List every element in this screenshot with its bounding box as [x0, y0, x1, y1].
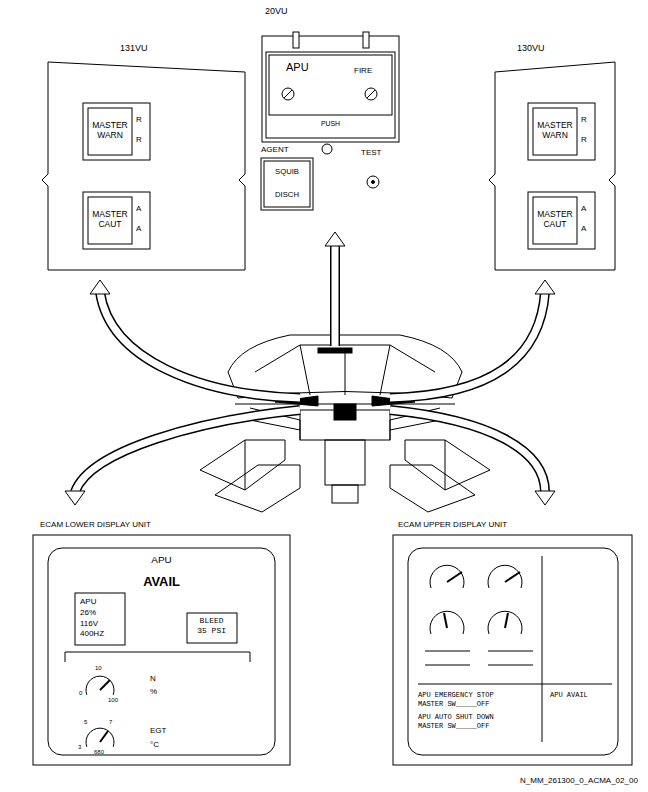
label-text: MASTER CAUT [88, 209, 132, 229]
gauge-label: 7 [109, 719, 112, 726]
label-text: MASTER CAUT [533, 209, 577, 229]
label-text: R [136, 135, 142, 145]
figure-reference: N_MM_261300_0_ACMA_02_00 [520, 776, 638, 786]
label-text: A [581, 224, 586, 234]
label-text: A [136, 224, 141, 234]
label-text: PUSH [266, 120, 395, 128]
agent-pushbutton-outline [261, 158, 313, 210]
panel-outline: 130VUMASTER WARNRRMASTER CAUTAA [495, 58, 615, 270]
label-text: BLEED 35 PSI [196, 616, 227, 636]
label-text: APU [48, 554, 275, 566]
label-text: TEST [361, 148, 381, 158]
gauge-label: % [150, 687, 157, 697]
gauge-label: 10 [95, 665, 102, 672]
label-text: 130VU [517, 43, 545, 54]
gauge-label: EGT [150, 726, 166, 736]
label-text: R [581, 135, 587, 145]
lower-ecam-gauges [65, 652, 250, 747]
gauge-label: °C [150, 740, 159, 750]
panel-outline-outline [48, 58, 245, 270]
label-text: APU AUTO SHUT DOWN MASTER SW_____OFF [418, 713, 498, 731]
label-text: 20VU [265, 6, 288, 17]
gauge-label: 100 [108, 697, 118, 704]
apu-data-box: APU 26% 116V 400HZ [75, 593, 125, 645]
label-text: APU 26% 116V 400HZ [80, 597, 104, 640]
gauge-label: 5 [84, 719, 87, 726]
display-screen: APU EMERGENCY STOP MASTER SW_____OFF APU … [408, 548, 618, 755]
label-text: ECAM LOWER DISPLAY UNIT [40, 520, 151, 530]
warning-button: MASTER WARN RR [528, 103, 595, 160]
caution-button: MASTER CAUT AA [83, 192, 150, 249]
display-unit: ECAM UPPER DISPLAY UNITAPU EMERGENCY STO… [393, 535, 632, 765]
label-text: FIRE [354, 66, 372, 76]
label-text: DISCH [261, 190, 313, 199]
label-text: APU EMERGENCY STOP MASTER SW_____OFF [418, 691, 498, 709]
gauge-label: 3 [78, 744, 81, 751]
label-text: R [581, 115, 587, 125]
label-text: A [581, 204, 586, 214]
label-text: ECAM UPPER DISPLAY UNIT [398, 520, 507, 530]
label-text: AGENT [261, 145, 289, 155]
label-text: APU [286, 61, 309, 74]
warning-button: MASTER WARN RR [83, 103, 150, 160]
label-text: 131VU [120, 43, 148, 54]
display-unit-outline [393, 535, 632, 765]
label-text: APU AVAIL [550, 691, 588, 699]
fire-pushbutton: APU FIRE PUSH [266, 52, 395, 138]
label-text: SQUIB [261, 167, 313, 176]
label-text: MASTER WARN [533, 120, 577, 140]
label-text: AVAIL [48, 574, 275, 589]
caution-button: MASTER CAUT AA [528, 192, 595, 249]
test-button: TEST [353, 146, 393, 198]
upper-ecam-gauges [418, 556, 612, 742]
panel-outline-outline [495, 58, 615, 270]
bleed-box: BLEED 35 PSI [187, 613, 237, 643]
label-text: MASTER WARN [88, 120, 132, 140]
agent-pushbutton: AGENTSQUIBDISCH [261, 158, 313, 210]
gauge-label: 680 [94, 749, 104, 756]
label-text: A [136, 204, 141, 214]
panel-outline: 20VUAPUFIREPUSHAGENTSQUIBDISCHTEST [253, 22, 415, 220]
pointer-arrows [65, 232, 555, 505]
gauge-label: 0 [79, 690, 82, 697]
display-screen: APU AVAIL APU 26% 116V 400HZ BLEED 35 PSI [48, 548, 275, 755]
panel-outline: 131VUMASTER WARNRRMASTER CAUTAA [48, 58, 245, 270]
label-text: R [136, 115, 142, 125]
gauge-label: N [150, 674, 156, 684]
